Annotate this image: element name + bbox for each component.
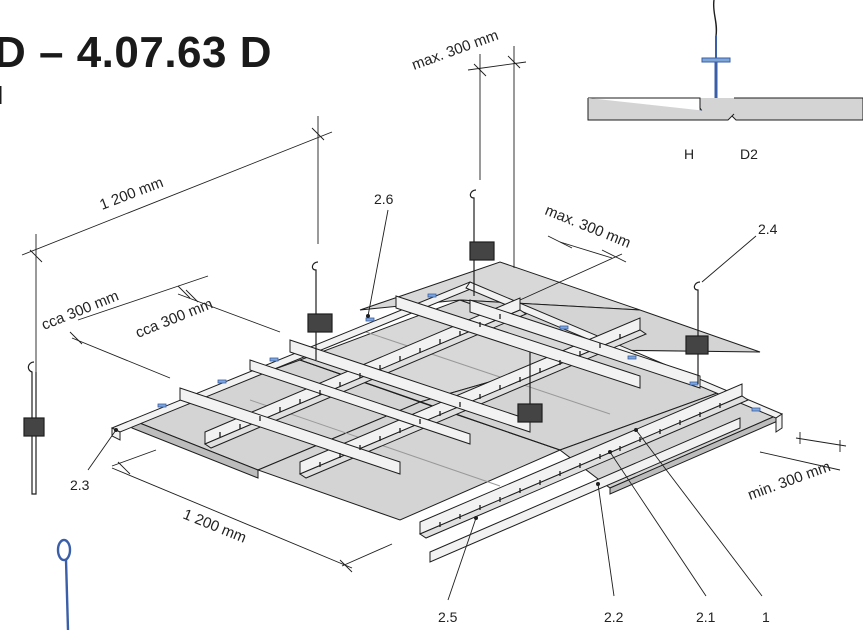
callout-2-2: 2.2 [604,609,624,625]
callout-2-1: 2.1 [696,609,716,625]
edge-profiles [110,281,784,441]
dim-1200-bottom: 1 200 mm [181,506,249,547]
detail-label-h: H [684,146,694,162]
dim-cca-300-outer: cca 300 mm [39,287,121,333]
dim-1200-top: 1 200 mm [97,174,165,214]
profile-slots [219,314,721,527]
ceiling-panels [130,261,782,521]
page-title: D – 4.07.63 D [0,28,272,77]
detail-label-d2: D2 [740,146,758,162]
callout-2-4: 2.4 [758,221,778,237]
eye-hook-icon [56,538,72,630]
dim-min-300: min. 300 mm [746,458,833,504]
cross-profiles [179,295,701,475]
hangers [23,189,709,495]
callout-2-6: 2.6 [374,191,394,207]
callout-leaders [87,209,763,601]
main-profiles [203,297,750,563]
callout-dots [114,314,638,520]
dimension-lines [21,46,847,573]
dim-cca-300-inner: cca 300 mm [133,295,215,341]
callout-2-3: 2.3 [70,477,90,493]
callout-2-5: 2.5 [438,609,458,625]
dim-max-300-right: max. 300 mm [543,202,634,252]
page-subtitle: I [0,80,3,111]
edge-clips [157,293,761,412]
callout-1: 1 [762,609,770,625]
dim-top-max: max. 300 mm [410,27,501,74]
section-detail [587,0,863,121]
